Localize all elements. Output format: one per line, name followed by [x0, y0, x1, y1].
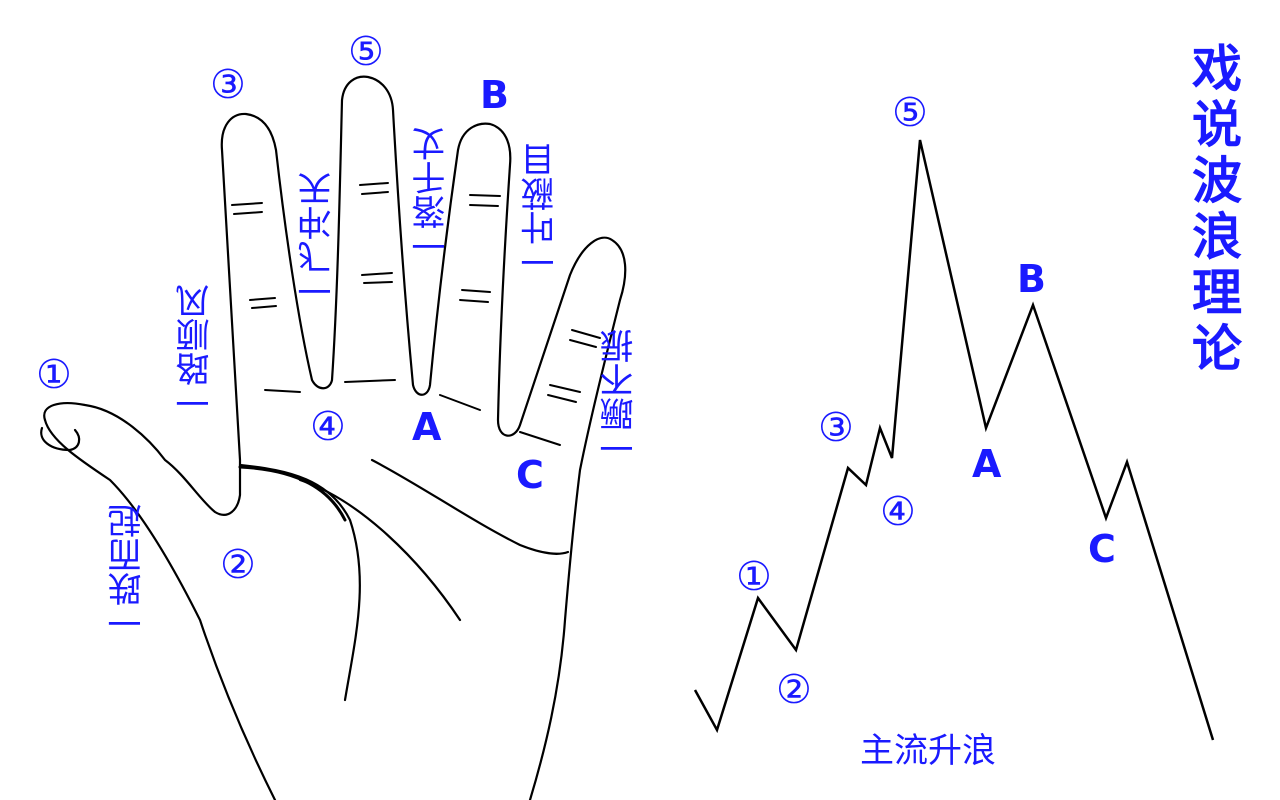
title-char: 波	[1192, 152, 1242, 210]
phrase-outer: 一蹶不振	[600, 329, 640, 465]
elliott-wave-path	[693, 139, 1215, 741]
wave-line	[693, 139, 1215, 741]
finger-phrases: 一跌而起 一路顺风 一飞冲天 一落千丈 一叶蔽目 一蹶不振	[108, 127, 640, 640]
wave-label-2: ②	[776, 667, 812, 713]
wave-label-b: B	[1017, 257, 1046, 301]
wave-label-c: C	[1088, 527, 1116, 571]
hand-label-wave-1: ①	[36, 352, 72, 398]
title-char: 论	[1192, 320, 1243, 378]
phrase-ring: 一落千丈	[412, 127, 452, 263]
wave-label-a: A	[972, 442, 1002, 486]
hand-label-wave-5: ⑤	[348, 29, 384, 75]
knuckle-marks	[231, 182, 601, 446]
hand-label-wave-b: B	[480, 73, 509, 117]
phrase-pinky: 一叶蔽目	[521, 143, 561, 279]
palm-crease-heart	[370, 458, 570, 555]
hand-outline	[43, 75, 627, 800]
hand-label-wave-a: A	[412, 405, 442, 449]
hand-label-wave-2: ②	[220, 542, 256, 588]
title-char: 戏	[1192, 40, 1242, 98]
hand-drawing	[40, 75, 627, 800]
wave-label-3: ③	[818, 405, 854, 451]
wave-caption: 主流升浪	[860, 731, 996, 771]
phrase-index: 一路顺风	[176, 284, 216, 420]
title-char: 浪	[1192, 208, 1242, 266]
title-char: 理	[1192, 264, 1242, 322]
hand-labels: ① ② ③ ④ ⑤ A B C	[36, 29, 544, 588]
phrase-thumb: 一跌而起	[108, 504, 148, 640]
thumb-inner	[43, 418, 277, 800]
wave-labels: ① ② ③ ④ ⑤ A B C	[736, 90, 1116, 713]
phrase-middle: 一飞冲天	[298, 172, 338, 308]
hand-label-wave-c: C	[516, 453, 544, 497]
thumb-nail	[40, 426, 81, 452]
wave-label-5: ⑤	[892, 90, 928, 136]
hand-label-wave-4: ④	[310, 404, 346, 450]
wave-label-1: ①	[736, 554, 772, 600]
palm-crease-head	[298, 478, 462, 622]
title-char: 说	[1192, 96, 1242, 154]
hand-label-wave-3: ③	[210, 62, 246, 108]
wave-label-4: ④	[880, 489, 916, 535]
